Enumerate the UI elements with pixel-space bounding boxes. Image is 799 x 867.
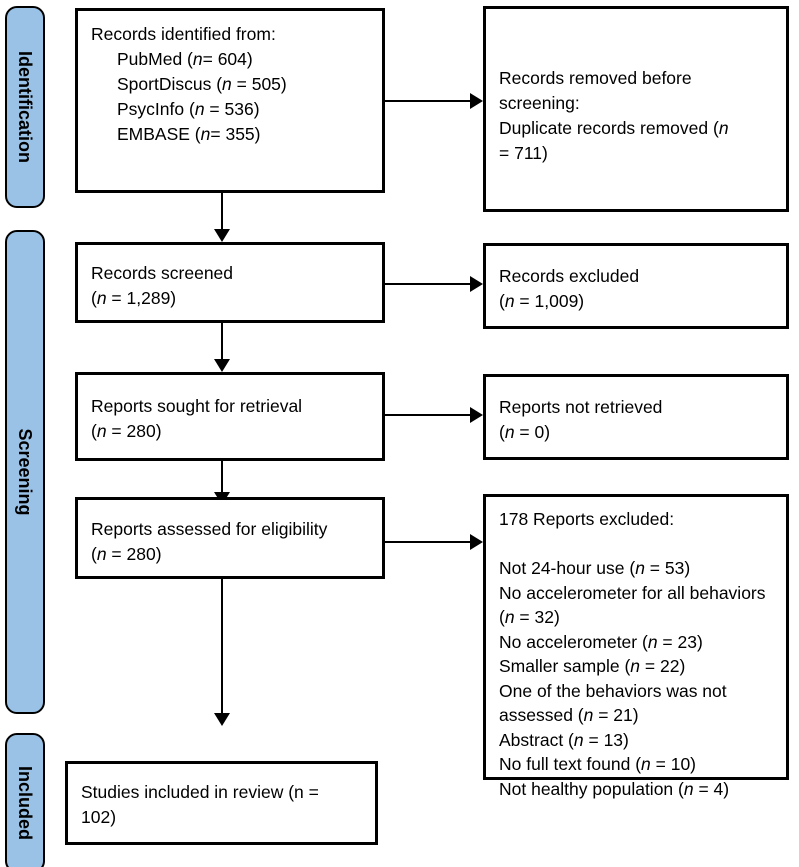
arrowhead-assessed-to-included: [214, 713, 230, 726]
box-text-line: SportDiscus (n = 505): [117, 74, 287, 94]
box-text-line: (n = 0): [499, 422, 551, 442]
connector-screened-to-excluded: [385, 283, 470, 285]
italic-n: n: [222, 74, 232, 94]
box-records-screened-text: Records screened (n = 1,289): [91, 261, 374, 311]
box-text-line: No accelerometer for all behaviors: [499, 582, 766, 603]
arrowhead-assessed-to-excluded: [470, 534, 483, 550]
arrowhead-sought-to-not-retrieved: [470, 407, 483, 423]
box-studies-included-text: Studies included in review (n = 102): [81, 780, 367, 830]
box-records-excluded: Records excluded (n = 1,009): [483, 243, 789, 329]
arrowhead-identified-to-removed: [470, 93, 483, 109]
italic-n: n: [504, 291, 515, 311]
box-text-line: (n = 1,009): [499, 291, 585, 311]
italic-n: n: [647, 631, 658, 652]
connector-assessed-to-excluded: [385, 541, 470, 543]
box-records-identified-text: Records identified from: PubMed (n= 604) S…: [91, 22, 374, 147]
connector-identified-to-removed: [385, 100, 470, 102]
box-text-line: [499, 532, 778, 557]
stage-label-screening: Screening: [15, 428, 35, 516]
box-text-line: (n = 280): [91, 421, 162, 441]
italic-n: n: [504, 607, 515, 627]
box-records-identified: Records identified from: PubMed (n= 604) S…: [75, 8, 385, 193]
box-text-line: Records excluded: [499, 266, 640, 286]
box-text-line: No full text found (n = 10): [499, 754, 697, 774]
italic-n: n: [200, 124, 211, 144]
box-text-line: 178 Reports excluded:: [499, 509, 675, 529]
box-reports-not-retrieved-text: Reports not retrieved (n = 0): [499, 395, 778, 445]
box-text-line: Duplicate records removed (n: [499, 118, 729, 138]
box-text-line: PsycInfo (n = 536): [117, 99, 260, 119]
connector-screened-to-sought: [221, 323, 223, 359]
box-text-line: PubMed (n= 604): [117, 49, 253, 69]
box-text-line: One of the behaviors was not: [499, 680, 727, 701]
box-text-line: (n = 1,289): [91, 288, 177, 308]
italic-n: n: [194, 99, 205, 119]
italic-n: n: [641, 754, 651, 774]
italic-n: n: [192, 49, 203, 69]
box-text-line: Reports not retrieved: [499, 397, 663, 417]
box-records-removed-text: Records removed before screening: Duplicat…: [499, 66, 778, 166]
box-text-line: = 711): [499, 143, 548, 163]
box-reports-excluded-text: 178 Reports excluded: Not 24-hour use (n…: [499, 507, 778, 801]
box-text-line: assessed (n = 21): [499, 705, 639, 725]
stage-label-included: Included: [15, 765, 35, 841]
box-text-line: Records identified from:: [91, 24, 276, 44]
box-records-screened: Records screened (n = 1,289): [75, 242, 385, 323]
box-studies-included: Studies included in review (n = 102): [65, 761, 378, 845]
italic-n: n: [504, 422, 515, 442]
box-reports-sought-text: Reports sought for retrieval (n = 280): [91, 394, 374, 444]
box-text-line: Abstract (n = 13): [499, 729, 629, 750]
connector-assessed-to-included: [221, 579, 223, 713]
italic-n: n: [718, 118, 729, 138]
box-text-line: (n = 280): [91, 544, 162, 564]
box-text-line: screening:: [499, 93, 580, 113]
box-reports-excluded: 178 Reports excluded: Not 24-hour use (n…: [483, 494, 789, 799]
box-text-line: Not 24-hour use (n = 53): [499, 558, 691, 578]
italic-n: n: [96, 544, 107, 564]
box-text-line: Reports assessed for eligibility: [91, 519, 328, 539]
italic-n: n: [583, 705, 594, 725]
box-records-removed: Records removed before screening: Duplicat…: [483, 6, 789, 212]
box-text-line: EMBASE (n= 355): [117, 124, 261, 144]
box-text-line: No accelerometer (n = 23): [499, 631, 703, 652]
italic-n: n: [573, 729, 584, 750]
connector-identified-to-screened: [221, 193, 223, 229]
stage-pill-included: Included: [5, 733, 45, 867]
stage-label-identification: Identification: [15, 51, 35, 163]
box-text-line: (n = 32): [499, 607, 560, 627]
italic-n: n: [630, 656, 641, 676]
box-reports-assessed-text: Reports assessed for eligibility (n = 280…: [91, 517, 374, 567]
italic-n: n: [96, 288, 107, 308]
box-text-line: Reports sought for retrieval: [91, 396, 303, 416]
stage-pill-identification: Identification: [5, 6, 45, 208]
box-reports-not-retrieved: Reports not retrieved (n = 0): [483, 374, 789, 460]
italic-n: n: [96, 421, 107, 441]
arrowhead-identified-to-screened: [214, 229, 230, 242]
box-records-excluded-text: Records excluded (n = 1,009): [499, 264, 778, 314]
box-text-line: Not healthy population (n = 4): [499, 778, 730, 799]
italic-n: n: [635, 558, 645, 578]
box-text-line: Records screened: [91, 263, 234, 283]
box-text-line: Smaller sample (n = 22): [499, 656, 686, 676]
connector-sought-to-assessed: [221, 461, 223, 492]
box-text-line: Studies included in review (n =: [81, 782, 319, 802]
arrowhead-screened-to-sought: [214, 359, 230, 372]
box-text-line: 102): [81, 807, 117, 827]
box-reports-assessed: Reports assessed for eligibility (n = 280…: [75, 497, 385, 579]
italic-n: n: [683, 778, 694, 799]
arrowhead-screened-to-excluded: [470, 276, 483, 292]
connector-sought-to-not-retrieved: [385, 414, 470, 416]
stage-pill-screening: Screening: [5, 230, 45, 714]
box-text-line: Records removed before: [499, 68, 692, 88]
box-reports-sought: Reports sought for retrieval (n = 280): [75, 372, 385, 461]
